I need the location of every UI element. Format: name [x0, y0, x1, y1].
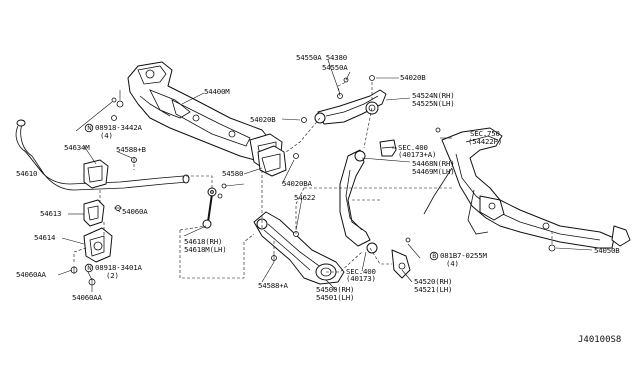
label-54500: 54500(RH) — [316, 285, 354, 294]
bolt-54060a[interactable] — [114, 205, 122, 211]
member-bolt-top-left[interactable] — [116, 90, 124, 108]
bolt-54050b[interactable] — [548, 244, 556, 252]
label-54400m: 54400M — [204, 87, 230, 96]
label-4-b: (4) — [446, 259, 459, 268]
member-bolt-54588b[interactable] — [131, 157, 137, 163]
label-54050b: 54050B — [594, 246, 620, 255]
upper-link-bolt-54550a[interactable] — [337, 77, 349, 99]
bolt-08918-3442a[interactable] — [111, 97, 117, 103]
stabilizer-bushing-54613[interactable] — [83, 199, 105, 227]
bolt-081b7[interactable] — [405, 237, 411, 243]
bracket-54520[interactable] — [391, 249, 411, 279]
mount-bracket-54580[interactable] — [257, 145, 287, 177]
connecting-rod-bolt[interactable] — [217, 193, 223, 199]
label-54520: 54520(RH) — [414, 277, 452, 286]
label-sec400-top: SEC.400 — [398, 143, 428, 152]
label-54020b-mid: 54020B — [250, 115, 276, 124]
label-54614: 54614 — [34, 233, 56, 242]
label-54580: 54580 — [222, 169, 243, 178]
label-54634m: 54634M — [64, 143, 90, 152]
label-40173a: (40173+A) — [398, 150, 436, 159]
stabilizer-bushing-upper[interactable] — [83, 115, 117, 189]
label-54525n: 54525N(LH) — [412, 99, 455, 108]
upper-link-bolt-54020b-top[interactable] — [369, 75, 375, 81]
part-labels: 54550A 54380 54550A 54020B 54524N(RH) 54… — [16, 53, 621, 345]
bolt-54020ba[interactable] — [293, 153, 299, 159]
label-54588b: 54588+B — [116, 145, 146, 154]
label-40173: (40173) — [346, 274, 376, 283]
svg-text:N: N — [87, 265, 92, 272]
label-54020b-top: 54020B — [400, 73, 426, 82]
label-081b7-0255m: 081B7-0255M — [440, 251, 487, 260]
label-4-a: (4) — [100, 131, 113, 140]
bolt-54060aa-bottom[interactable] — [88, 278, 96, 286]
ball-joint-sec400[interactable] — [379, 139, 397, 157]
front-member-sec750[interactable] — [423, 127, 631, 249]
label-08918-3401a: 08918-3401A — [95, 263, 142, 272]
diagram-code: J40100S8 — [578, 335, 621, 345]
label-54524n: 54524N(RH) — [412, 91, 455, 100]
sec750-pin[interactable] — [435, 127, 441, 133]
assembly-guide-lines — [73, 81, 553, 279]
svg-text:B: B — [432, 253, 436, 260]
label-54468n: 54468N(RH) — [412, 159, 455, 168]
svg-text:N: N — [87, 125, 92, 132]
circle-mark-n-3442a: N — [84, 123, 94, 132]
label-54060aa-bottom: 54060AA — [72, 293, 102, 302]
label-2: (2) — [106, 271, 119, 280]
label-54550a: 54550A — [322, 63, 348, 72]
stabilizer-clamp-54614[interactable] — [83, 227, 113, 263]
stabilizer-connecting-rod[interactable] — [202, 187, 217, 229]
circle-mark-n-3401a: N — [84, 263, 94, 272]
label-54618: 54618(RH) — [184, 237, 222, 246]
label-54060aa-left: 54060AA — [16, 270, 46, 279]
label-54060a: 54060A — [122, 207, 148, 216]
label-sec400-bottom: SEC.400 — [346, 267, 376, 276]
label-54020ba: 54020BA — [282, 179, 312, 188]
label-54521: 54521(LH) — [414, 285, 452, 294]
bolt-54060aa-left[interactable] — [70, 266, 78, 274]
label-54501: 54501(LH) — [316, 293, 354, 302]
label-54469m: 54469M(LH) — [412, 167, 455, 176]
label-54550a-54380: 54550A 54380 — [296, 53, 347, 62]
upper-link-54524n[interactable] — [314, 89, 387, 125]
label-08918-3442a: 08918-3442A — [95, 123, 142, 132]
upper-link-bolt-54020b-mid[interactable] — [301, 117, 307, 123]
label-54613: 54613 — [40, 209, 61, 218]
front-knuckle-54468n[interactable] — [339, 149, 378, 254]
circle-mark-b-081b7: B — [429, 251, 439, 260]
label-sec750: SEC.750 — [470, 129, 500, 138]
label-54422p: (54422P) — [468, 137, 502, 146]
label-54610: 54610 — [16, 169, 37, 178]
bolt-54580-lower[interactable] — [221, 183, 245, 189]
label-54622: 54622 — [294, 193, 315, 202]
lower-link-bolt-54588a[interactable] — [271, 254, 277, 262]
label-54588a: 54588+A — [258, 281, 288, 290]
label-54618m: 54618M(LH) — [184, 245, 227, 254]
